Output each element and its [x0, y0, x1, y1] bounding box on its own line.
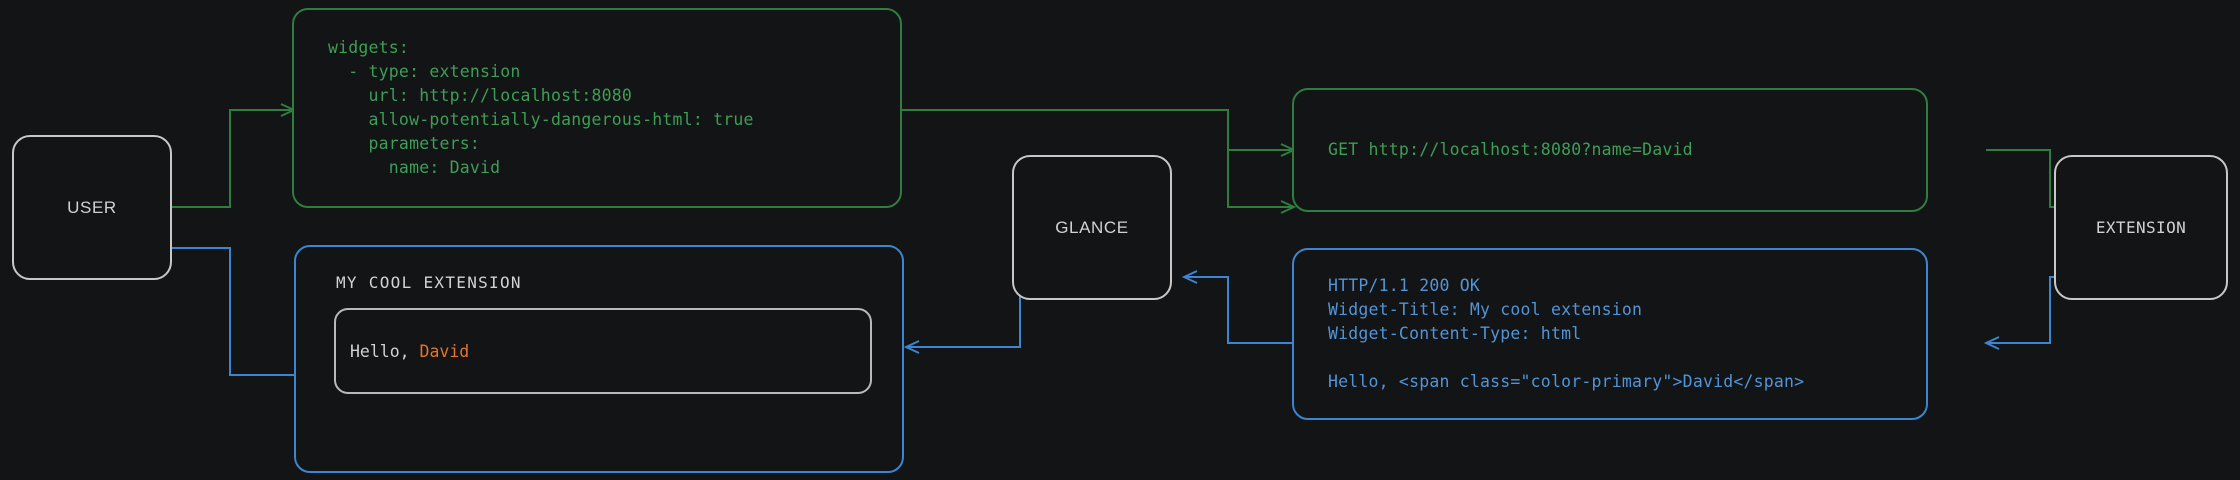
config-block-text: widgets: - type: extension url: http://l…	[328, 38, 754, 177]
node-glance[interactable]: GLANCE	[1012, 155, 1172, 300]
widget-greeting-name: David	[419, 341, 470, 361]
edge-response-to-glance	[1184, 277, 1294, 344]
widget-greeting-prefix: Hello,	[350, 341, 420, 361]
widget-preview-title: MY COOL EXTENSION	[336, 273, 522, 292]
node-user[interactable]: USER	[12, 135, 172, 280]
node-user-label: USER	[67, 197, 117, 217]
edge-glance-to-request	[1227, 150, 1294, 207]
response-block: HTTP/1.1 200 OK Widget-Title: My cool ex…	[1292, 248, 1928, 420]
request-block: GET http://localhost:8080?name=David	[1292, 88, 1928, 212]
widget-greeting: Hello, David	[350, 342, 469, 361]
request-block-text: GET http://localhost:8080?name=David	[1328, 140, 1693, 159]
node-glance-label: GLANCE	[1055, 217, 1129, 237]
widget-preview-body: Hello, David	[334, 308, 872, 394]
widget-preview: MY COOL EXTENSION Hello, David	[294, 245, 904, 473]
config-block: widgets: - type: extension url: http://l…	[292, 8, 902, 208]
node-extension-label: EXTENSION	[2095, 218, 2187, 237]
response-block-text: HTTP/1.1 200 OK Widget-Title: My cool ex…	[1328, 276, 1805, 391]
node-extension[interactable]: EXTENSION	[2054, 155, 2228, 300]
